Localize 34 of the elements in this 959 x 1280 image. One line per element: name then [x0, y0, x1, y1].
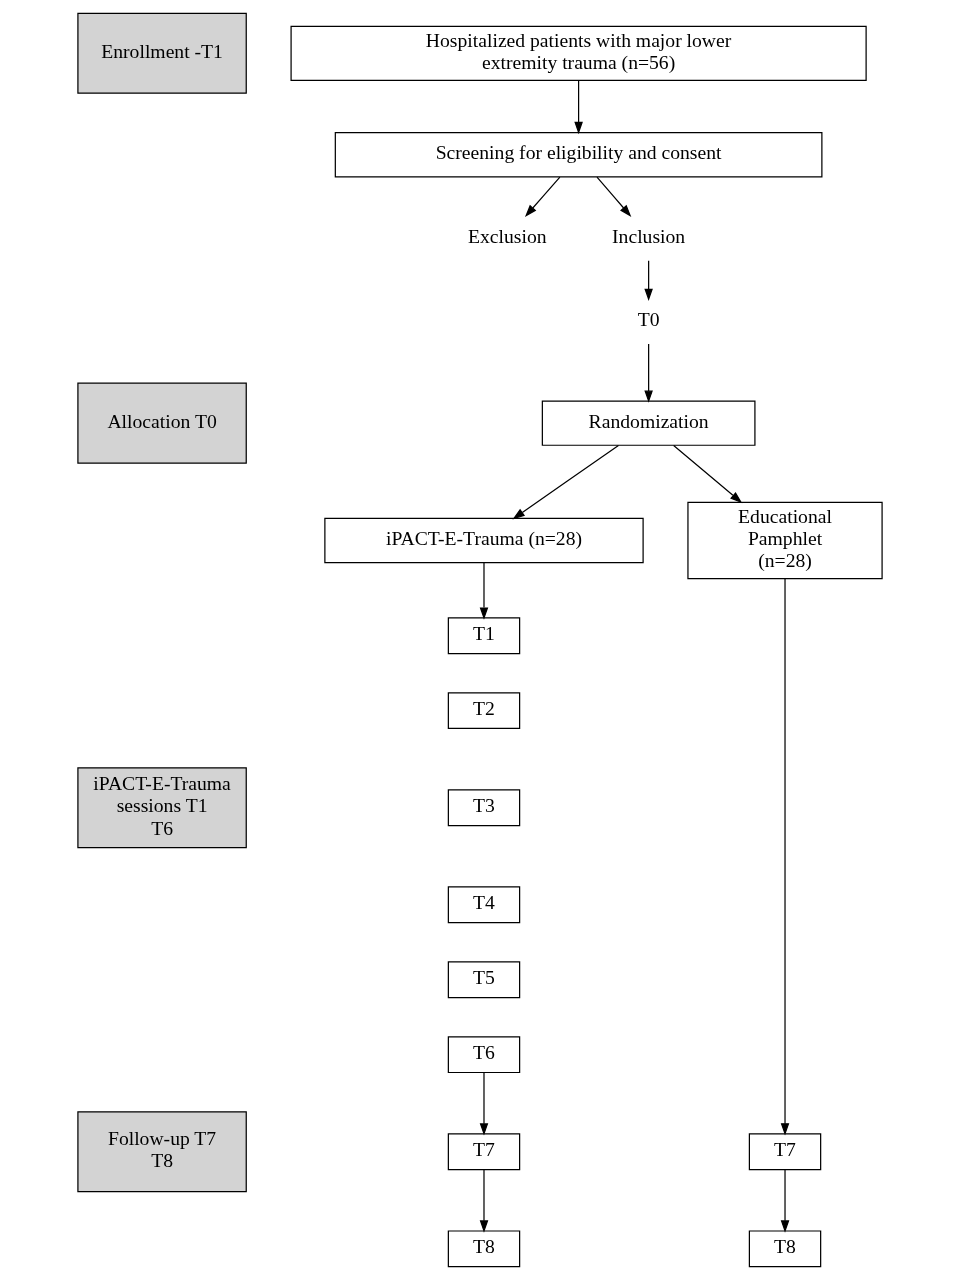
- node-box: T4: [447, 886, 520, 924]
- node-box: Screening for eligibility and consent: [334, 131, 822, 178]
- arrow: [643, 343, 653, 403]
- node-box: Randomization: [541, 400, 756, 446]
- arrow: [780, 1169, 789, 1233]
- arrow: [479, 1072, 488, 1136]
- arrow: [643, 260, 653, 301]
- node-box: iPACT-E-Trauma (n=28): [323, 517, 644, 564]
- node-box: T8: [748, 1230, 821, 1268]
- node-text: Exclusion: [467, 224, 547, 247]
- arrow: [780, 578, 789, 1136]
- node-box: Enrollment -T1: [76, 12, 247, 94]
- arrow: [573, 79, 583, 135]
- node-box: T7: [447, 1133, 520, 1171]
- node-box: T6: [447, 1036, 520, 1074]
- arrow: [479, 1169, 488, 1233]
- node-box: T5: [447, 961, 520, 999]
- node-box: T8: [447, 1230, 520, 1268]
- node-box: T1: [447, 617, 520, 655]
- node-box: Follow-up T7 T8: [76, 1111, 247, 1193]
- node-box: Educational Pamphlet (n=28): [686, 501, 883, 580]
- node-text: Inclusion: [611, 224, 685, 247]
- node-box: iPACT-E-Trauma sessions T1 T6: [76, 767, 247, 849]
- node-box: Hospitalized patients with major lower extremity trauma (n=56): [289, 25, 867, 81]
- arrow: [511, 444, 619, 520]
- node-text: T0: [637, 308, 660, 331]
- arrow: [672, 444, 742, 504]
- node-box: Allocation T0: [76, 382, 247, 464]
- node-box: T7: [748, 1133, 821, 1171]
- arrow: [595, 176, 631, 217]
- node-box: T2: [447, 692, 520, 730]
- node-box: T3: [447, 789, 520, 827]
- arrow: [479, 562, 488, 620]
- arrow: [524, 176, 560, 217]
